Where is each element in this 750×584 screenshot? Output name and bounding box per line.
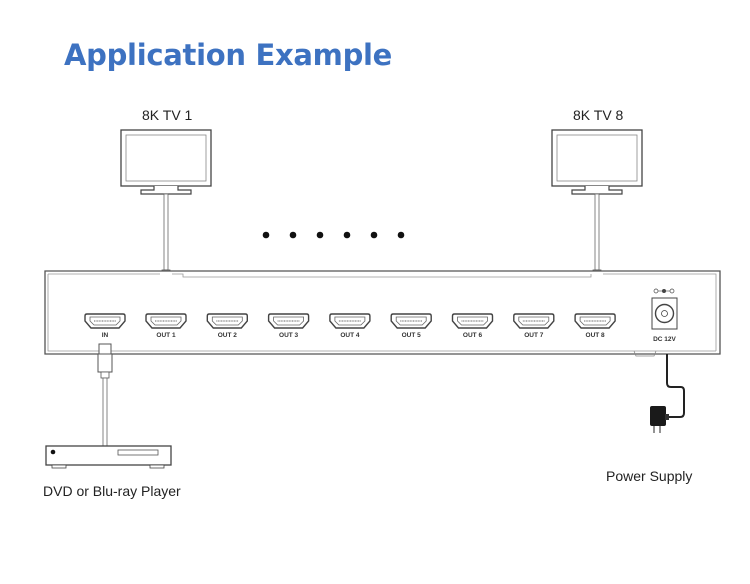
hdmi-port-out-5: OUT 5 [390, 313, 432, 339]
hdmi-port-out-8: OUT 8 [574, 313, 616, 339]
hdmi-port-out-2: OUT 2 [206, 313, 248, 339]
dvd-player-icon [45, 445, 172, 469]
hdmi-port-out-2-label: OUT 2 [218, 332, 238, 339]
hdmi-splitter [44, 270, 721, 357]
tv-8-label: 8K TV 8 [573, 107, 624, 123]
tv-1-icon [120, 129, 212, 195]
ellipsis-dots [262, 231, 405, 239]
ellipsis-dot [343, 231, 351, 239]
hdmi-port-out-7-label: OUT 7 [524, 332, 544, 339]
ellipsis-dot [262, 231, 270, 239]
ellipsis-dot [289, 231, 297, 239]
power-adapter [650, 354, 685, 433]
hdmi-port-out-4-label: OUT 4 [340, 332, 360, 339]
hdmi-port-out-3: OUT 3 [267, 313, 310, 339]
dc-power-jack [651, 288, 678, 330]
ellipsis-dot [397, 231, 405, 239]
hdmi-port-out-6-label: OUT 6 [463, 332, 483, 339]
tv-8-icon [551, 129, 643, 195]
hdmi-port-in: IN [84, 313, 126, 339]
hdmi-port-out-4: OUT 4 [329, 313, 371, 339]
hdmi-port-out-7: OUT 7 [513, 313, 555, 339]
ellipsis-dot [370, 231, 378, 239]
tv-1-label: 8K TV 1 [142, 107, 193, 123]
dc-12v-label: DC 12V [653, 336, 676, 343]
hdmi-port-out-1-label: OUT 1 [156, 332, 176, 339]
hdmi-port-out-3-label: OUT 3 [279, 332, 299, 339]
hdmi-cable-input [97, 343, 113, 447]
source-label: DVD or Blu-ray Player [43, 483, 181, 499]
hdmi-port-out-5-label: OUT 5 [402, 332, 422, 339]
page-title: Application Example [64, 38, 393, 72]
ellipsis-dot [316, 231, 324, 239]
hdmi-port-in-label: IN [102, 332, 109, 339]
hdmi-port-out-6: OUT 6 [451, 313, 494, 339]
power-supply-label: Power Supply [606, 468, 693, 484]
hdmi-port-out-8-label: OUT 8 [586, 332, 606, 339]
hdmi-port-out-1: OUT 1 [145, 313, 187, 339]
